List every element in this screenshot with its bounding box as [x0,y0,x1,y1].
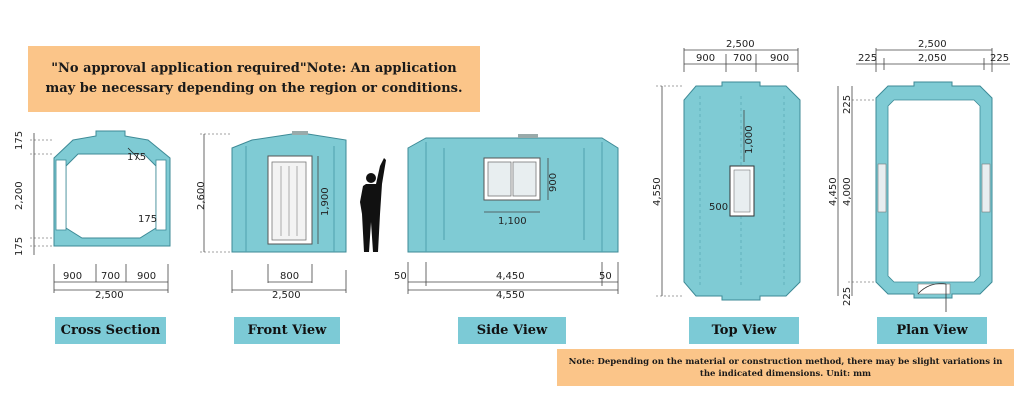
top-dim-b: 500 [709,202,728,213]
cs-dim-w3: 900 [137,271,156,282]
side-dim-left: 50 [394,271,407,282]
cs-dim-total: 2,500 [95,290,124,301]
plan-dim-total: 2,500 [918,39,947,50]
plan-dim-outer: 4,450 [828,177,839,206]
top-dim-w3: 900 [770,53,789,64]
top-dim-total: 2,500 [726,39,755,50]
side-dim-right: 50 [599,271,612,282]
cs-dim-bottom: 175 [14,237,25,256]
cs-dim-height: 2,200 [14,181,25,210]
cs-dim-inner: 175 [138,214,157,225]
cs-dim-corner: 175 [127,152,146,163]
plan-view-drawing: 2,500 225 2,050 225 225 4,450 4,000 225 [828,39,1010,312]
front-dim-door-w: 800 [280,271,299,282]
top-dim-a: 1,000 [744,125,755,154]
plan-dim-inner: 4,000 [842,177,853,206]
side-dim-win-w: 1,100 [498,216,527,227]
dimension-note: Note: Depending on the material or const… [557,349,1014,386]
plan-dim-bottom: 225 [842,287,853,306]
front-dim-total: 2,500 [272,290,301,301]
front-dim-height: 2,600 [196,181,207,210]
human-scale-silhouette [360,158,386,252]
approval-note: "No approval application required"Note: … [28,46,480,112]
cs-dim-w2: 700 [101,271,120,282]
side-view-drawing: 1,100 900 50 4,450 50 4,550 [394,134,619,301]
plan-dim-mid: 2,050 [918,53,947,64]
cross-section-drawing: 175 2,200 175 175 175 900 700 900 2,500 [14,130,171,301]
plan-dim-top: 225 [842,95,853,114]
label-cross-section: Cross Section [55,317,166,344]
label-top-view: Top View [689,317,799,344]
side-dim-mid: 4,450 [496,271,525,282]
front-view-drawing: 1,900 2,600 800 2,500 [196,131,347,301]
top-view-drawing: 2,500 900 700 900 4,550 1,000 500 [652,39,801,301]
front-dim-door-h: 1,900 [320,187,331,216]
label-side-view: Side View [458,317,566,344]
top-dim-length: 4,550 [652,177,663,206]
cs-dim-top: 175 [14,131,25,150]
cs-dim-w1: 900 [63,271,82,282]
label-front-view: Front View [234,317,340,344]
top-dim-w1: 900 [696,53,715,64]
plan-dim-right: 225 [990,53,1009,64]
label-plan-view: Plan View [877,317,987,344]
top-dim-w2: 700 [733,53,752,64]
plan-dim-left: 225 [858,53,877,64]
side-dim-win-h: 900 [548,173,559,192]
side-dim-total: 4,550 [496,290,525,301]
